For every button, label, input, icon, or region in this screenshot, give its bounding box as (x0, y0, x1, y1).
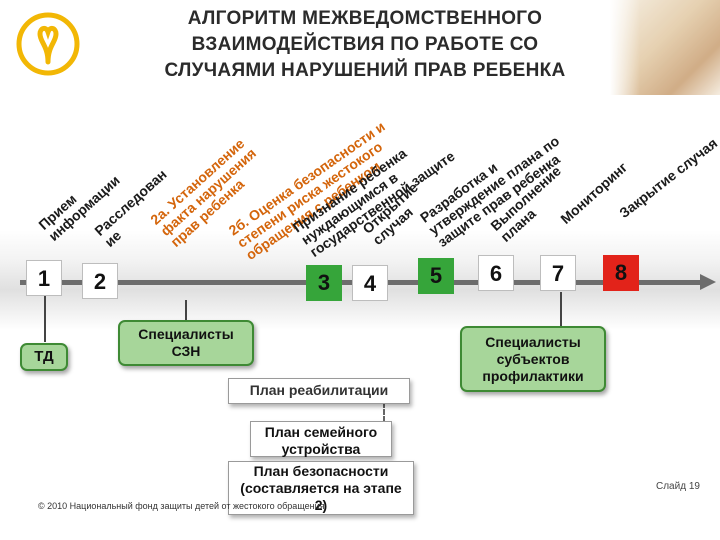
step-6: 6 (478, 255, 514, 291)
td-box: ТД (20, 343, 68, 371)
prevention-specialists-box: Специалисты субъектов профилактики (460, 326, 606, 392)
step-5: 5 (418, 258, 454, 294)
step-8: 8 (603, 255, 639, 291)
family-placement-plan-box: План семейного устройства (250, 421, 392, 457)
step-7: 7 (540, 255, 576, 291)
page-title: АЛГОРИТМ МЕЖВЕДОМСТВЕННОГО ВЗАИМОДЕЙСТВИ… (164, 8, 566, 81)
stage-label-7: Мониторинг (557, 158, 631, 227)
rehabilitation-plan-box: План реабилитации (228, 378, 410, 404)
connector-prevention (560, 292, 562, 326)
timeline-arrow-head (700, 274, 716, 290)
step-2: 2 (82, 263, 118, 299)
step-4: 4 (352, 265, 388, 301)
copyright-footer: © 2010 Национальный фонд защиты детей от… (38, 501, 325, 511)
connector-plans (383, 402, 385, 422)
step-1: 1 (26, 260, 62, 296)
connector-td (44, 296, 46, 342)
szn-specialists-box: Специалисты СЗН (118, 320, 254, 366)
family-photo (610, 0, 720, 95)
step-3: 3 (306, 265, 342, 301)
stage-label-8: Закрытие случая (616, 134, 720, 221)
slide-number: Слайд 19 (656, 481, 700, 492)
connector-szn (185, 300, 187, 320)
family-logo-icon (16, 12, 80, 81)
safety-plan-box: План безопасности (составляется на этапе… (228, 461, 414, 515)
